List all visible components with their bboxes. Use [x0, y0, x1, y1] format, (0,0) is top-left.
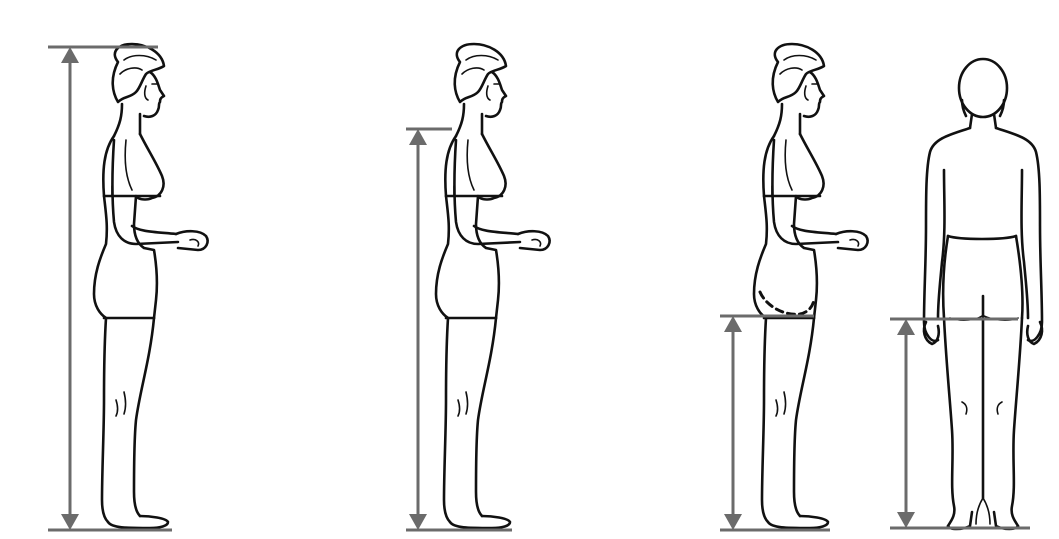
measure-full-height	[48, 47, 172, 530]
side-body-outline	[436, 44, 550, 528]
arrow-up-icon	[897, 319, 915, 335]
arrow-down-icon	[897, 512, 915, 528]
back-body-outline	[924, 59, 1042, 529]
arrow-down-icon	[724, 514, 742, 530]
arrow-up-icon	[724, 316, 742, 332]
figure-1-side-view	[94, 44, 208, 528]
side-body-outline	[754, 44, 868, 528]
arrow-up-icon	[409, 129, 427, 145]
measure-gluteal-fold-side	[720, 316, 830, 530]
figure-4-back-view	[924, 59, 1042, 529]
figure-2-side-view	[436, 44, 550, 528]
arrow-down-icon	[409, 514, 427, 530]
measure-gluteal-fold-back	[890, 319, 1030, 528]
figure-3-side-view	[754, 44, 868, 528]
gluteal-fold-dashed-line	[760, 292, 814, 314]
arrow-up-icon	[61, 47, 79, 63]
arrow-down-icon	[61, 514, 79, 530]
measure-shoulder-height	[406, 129, 512, 530]
side-body-outline	[94, 44, 208, 528]
